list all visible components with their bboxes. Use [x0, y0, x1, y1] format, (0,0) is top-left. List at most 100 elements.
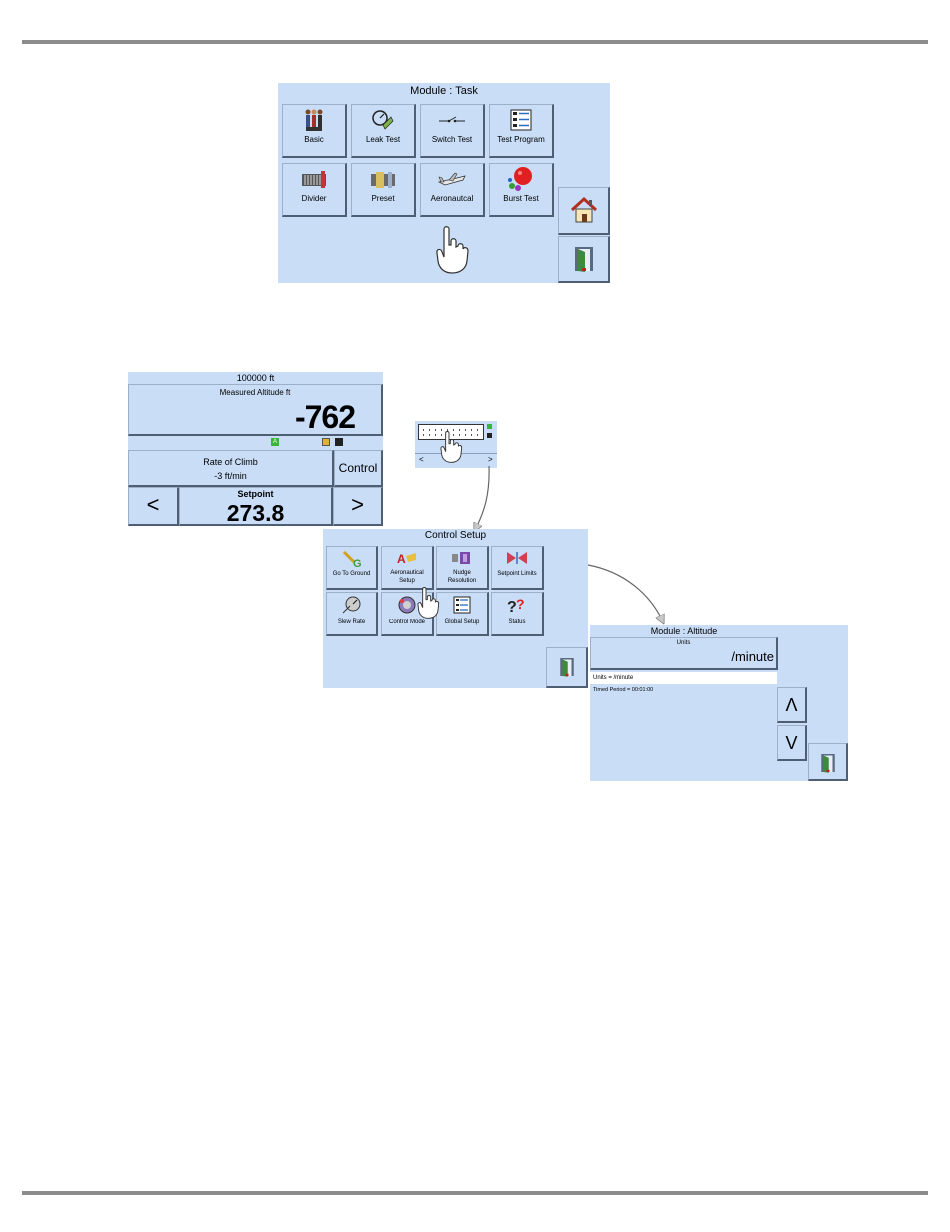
tile-label: Setpoint Limits: [497, 571, 537, 577]
rate-value: -3 ft/min: [214, 471, 247, 481]
checklist-icon: [490, 109, 552, 131]
control-button[interactable]: Control: [334, 450, 383, 487]
chevron-left-icon: <: [146, 492, 160, 517]
setpoint-limits-icon: [492, 551, 542, 565]
pointing-hand-icon: [434, 225, 470, 280]
measured-value: -762: [294, 399, 356, 435]
scroll-down-button[interactable]: V: [777, 725, 807, 761]
exit-button[interactable]: [558, 236, 610, 283]
exit-button[interactable]: [546, 647, 588, 688]
chevron-right-icon: >: [351, 492, 364, 517]
monitor-icon: [335, 438, 343, 446]
tile-label: Slew Rate: [337, 619, 366, 625]
go-to-ground-icon: G: [327, 550, 376, 568]
tile-label: Preset: [371, 194, 395, 203]
exit-door-icon: [547, 655, 586, 679]
pointing-hand-icon: [416, 583, 440, 628]
tile-label: Global Setup: [444, 619, 480, 625]
setpoint-value: 273.8: [226, 500, 285, 526]
altitude-screen-title: Module : Altitude: [650, 626, 718, 636]
leak-test-icon: [352, 109, 414, 131]
tile-label: Aeronautical Setup: [390, 570, 424, 584]
rate-of-climb-panel[interactable]: Rate of Climb -3 ft/min: [128, 450, 334, 487]
slew-rate-icon: [327, 596, 376, 614]
key-indicator-icon: [487, 424, 492, 429]
tile-label: Leak Test: [365, 135, 401, 144]
scroll-up-button[interactable]: Λ: [777, 687, 807, 723]
tile-setpoint-limits[interactable]: Setpoint Limits: [491, 546, 544, 590]
tile-label: Aeronautcal: [430, 194, 474, 203]
tile-go-to-ground[interactable]: G Go To Ground: [326, 546, 378, 590]
control-setup-screen: Control Setup G Go To Ground A Aeronauti…: [323, 529, 588, 688]
tile-leak-test[interactable]: Leak Test: [351, 104, 416, 158]
task-screen-title: Module : Task: [410, 85, 478, 97]
exit-door-icon: [559, 245, 608, 273]
units-label: Units: [676, 640, 691, 646]
divider-icon: [283, 170, 345, 190]
tile-basic[interactable]: Basic: [282, 104, 347, 158]
pointing-hand-icon: [439, 427, 463, 468]
aeronautical-setup-icon: A: [382, 550, 432, 566]
tile-label: Test Program: [497, 135, 545, 144]
tile-slew-rate[interactable]: Slew Rate: [326, 592, 378, 636]
list-item-selected[interactable]: Units = /minute: [590, 672, 777, 684]
exit-door-icon: [809, 751, 846, 775]
tile-status[interactable]: ?? Status: [491, 592, 544, 636]
tile-label: Switch Test: [431, 135, 473, 144]
top-rule: [22, 40, 928, 44]
measured-altitude-panel[interactable]: Measured Altitude ft -762: [128, 384, 383, 436]
home-icon: [559, 196, 608, 224]
svg-text:?: ?: [516, 596, 525, 612]
units-panel[interactable]: Units /minute: [590, 637, 778, 670]
tile-global-setup[interactable]: Global Setup: [436, 592, 489, 636]
setpoint-label: Setpoint: [237, 489, 274, 499]
list-item[interactable]: Timed Period = 00:01:00: [593, 687, 654, 693]
tile-label: Burst Test: [503, 194, 539, 203]
units-value: /minute: [731, 649, 774, 664]
svg-text:?: ?: [507, 599, 517, 615]
home-button[interactable]: [558, 187, 610, 235]
decrease-button[interactable]: <: [128, 487, 179, 526]
keyboard-right-key[interactable]: >: [488, 455, 493, 464]
switch-icon: [421, 115, 483, 125]
tile-nudge-resolution[interactable]: Nudge Resolution: [436, 546, 489, 590]
altitude-setpoint-header: 100000 ft: [236, 373, 275, 383]
measure-screen: 100000 ft Measured Altitude ft -762 A Ra…: [128, 372, 383, 526]
tile-switch-test[interactable]: Switch Test: [420, 104, 485, 158]
tile-label: Status: [508, 619, 526, 625]
tile-burst-test[interactable]: Burst Test: [489, 163, 554, 217]
tile-test-program[interactable]: Test Program: [489, 104, 554, 158]
svg-text:A: A: [397, 552, 406, 566]
measured-label: Measured Altitude ft: [219, 388, 291, 397]
burst-balloon-icon: [490, 166, 552, 192]
setpoint-panel[interactable]: Setpoint 273.8: [179, 487, 333, 526]
control-mode-icon: [382, 596, 432, 614]
aircraft-icon: [421, 170, 483, 190]
tile-label: Divider: [301, 194, 327, 203]
tile-aeronautical[interactable]: Aeronautcal: [420, 163, 485, 217]
exit-button[interactable]: [808, 743, 848, 781]
people-icon: [283, 109, 345, 133]
arrow-setup-to-altitude: [587, 564, 662, 620]
status-a-icon: A: [271, 438, 279, 446]
chevron-up-icon: Λ: [785, 695, 798, 715]
svg-text:G: G: [353, 558, 362, 568]
keyboard-left-key[interactable]: <: [419, 455, 424, 464]
control-label: Control: [338, 461, 378, 475]
chevron-down-icon: V: [785, 733, 798, 753]
control-setup-title: Control Setup: [424, 530, 487, 541]
arrow-keyboard-to-setup: [476, 465, 490, 528]
task-screen: Module : Task Basic Leak Test Switch Tes…: [278, 83, 610, 283]
tile-label: Go To Ground: [332, 571, 371, 577]
tile-preset[interactable]: Preset: [351, 163, 416, 217]
tile-aeronautical-setup[interactable]: A Aeronautical Setup: [381, 546, 434, 590]
tool-icon: [322, 438, 330, 446]
increase-button[interactable]: >: [333, 487, 383, 526]
nudge-icon: [437, 551, 487, 565]
keyboard-inset: < >: [415, 421, 497, 468]
preset-icon: [352, 170, 414, 190]
tile-label: Nudge Resolution: [447, 570, 477, 584]
altitude-screen: Module : Altitude Units /minute Units = …: [590, 625, 848, 781]
tile-divider[interactable]: Divider: [282, 163, 347, 217]
